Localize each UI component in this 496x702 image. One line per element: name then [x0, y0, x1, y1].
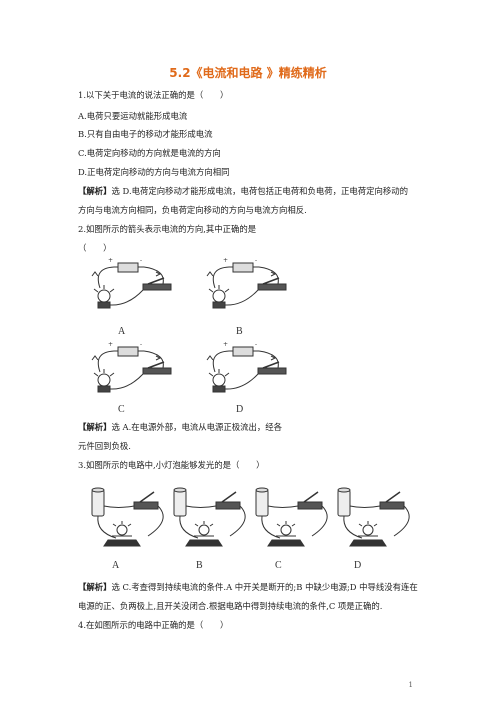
q1-analysis-cont: 方向与电流方向相同，负电荷定向移动的方向与电流方向相反.	[78, 205, 307, 215]
q1-option-b: B.只有自由电子的移动才能形成电流	[78, 129, 213, 139]
q3-analysis-cont: 电源的正、负两极上,且开关没闭合.根据电路中得到持续电流的条件,C 项是正确的.	[78, 601, 383, 611]
analysis-tag: 【解析】	[78, 186, 112, 196]
q2-analysis: 【解析】选 A.在电源外部，电流从电源正极流出，经各	[78, 422, 282, 433]
q1-option-d: D.正电荷定向移动的方向与电流方向相同	[78, 167, 230, 177]
q1-option-a: A.电荷只要运动就能形成电流	[78, 111, 188, 121]
q2-analysis-cont: 元件回到负极.	[78, 441, 131, 451]
q3-circuit-figure	[91, 487, 410, 547]
svg-text:-: -	[140, 258, 142, 264]
q3-label-b: B	[196, 560, 203, 571]
q1-analysis: 【解析】选 D.电荷定向移动才能形成电流，电荷包括正电荷和负电荷，正电荷定向移动…	[78, 186, 408, 197]
q2-circuit-figure: + -	[91, 258, 287, 393]
q2-label-c: C	[118, 404, 125, 415]
analysis-tag: 【解析】	[78, 422, 112, 432]
q2-label-a: A	[118, 326, 126, 337]
q3-stem: 3.如图所示的电路中,小灯泡能够发光的是（ ）	[78, 460, 265, 470]
q3-label-c: C	[275, 560, 282, 571]
q1-stem: 1.以下关于电流的说法正确的是（ ）	[78, 90, 229, 100]
q3-label-d: D	[354, 560, 362, 571]
q1-option-c: C.电荷定向移动的方向就是电流的方向	[78, 148, 221, 158]
svg-text:+: +	[108, 258, 113, 264]
q2-label-d: D	[236, 404, 244, 415]
q2-analysis-text: 选 A.在电源外部，电流从电源正极流出，经各	[111, 422, 283, 432]
page-title: 5.2《电流和电路 》精练精析	[169, 66, 327, 80]
q3-analysis: 【解析】选 C.考查得到持续电流的条件.A 中开关是断开的;B 中缺少电源;D …	[78, 582, 418, 593]
q2-paren: （ ）	[78, 243, 112, 253]
q2-stem: 2.如图所示的箭头表示电流的方向,其中正确的是	[78, 224, 257, 234]
q2-label-b: B	[236, 326, 243, 337]
q4-stem: 4.在如图所示的电路中正确的是（ ）	[78, 620, 229, 630]
q1-analysis-text: 选 D.电荷定向移动才能形成电流，电荷包括正电荷和负电荷，正电荷定向移动的	[111, 186, 409, 196]
page-number: 1	[408, 681, 413, 689]
q3-label-a: A	[112, 560, 120, 571]
analysis-tag: 【解析】	[78, 582, 112, 592]
q3-analysis-text: 选 C.考查得到持续电流的条件.A 中开关是断开的;B 中缺少电源;D 中导线没…	[111, 582, 418, 592]
